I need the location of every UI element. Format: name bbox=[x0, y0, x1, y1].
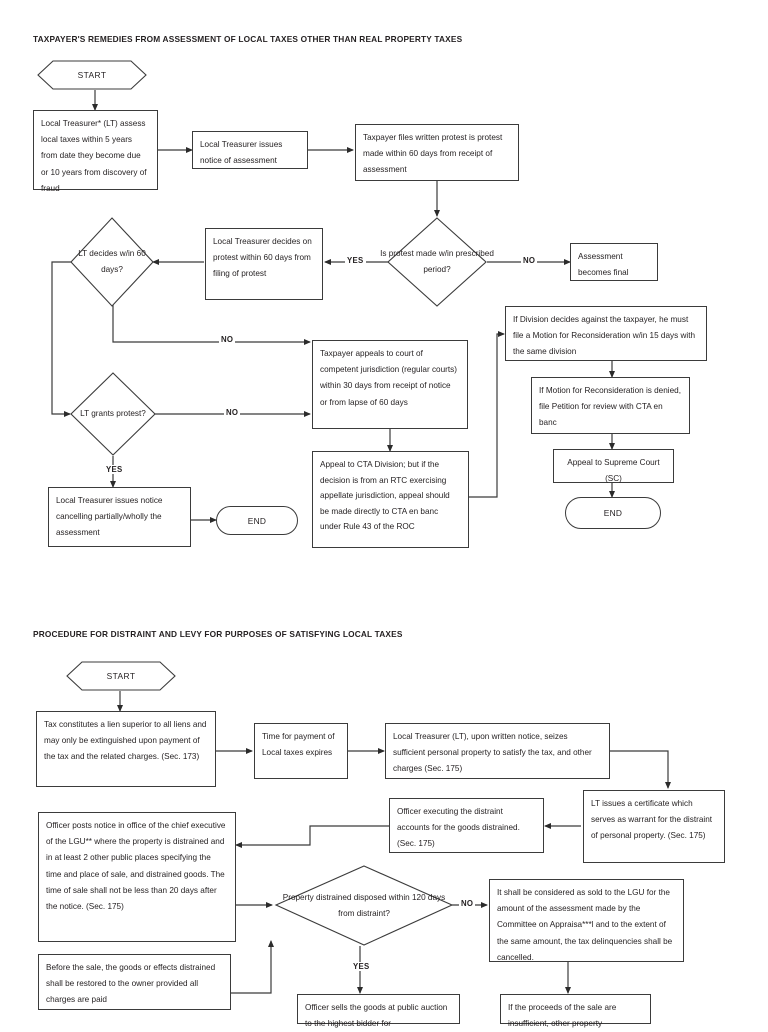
chart2-start-label: START bbox=[106, 671, 136, 681]
chart1-node-appeals-court: Taxpayer appeals to court of competent j… bbox=[312, 340, 468, 429]
chart1-end-right: END bbox=[565, 497, 661, 529]
chart1-node-notice: Local Treasurer issues notice of assessm… bbox=[192, 131, 308, 169]
chart1-node-supreme-court: Appeal to Supreme Court (SC) bbox=[553, 449, 674, 483]
chart2-node-accounts: Officer executing the distraint accounts… bbox=[389, 798, 544, 853]
chart1-node-protest: Taxpayer files written protest is protes… bbox=[355, 124, 519, 181]
chart1-decision-lt-grants: LT grants protest? bbox=[70, 372, 156, 456]
chart1-node-assessment-final: Assessment becomes final bbox=[570, 243, 658, 281]
chart1-decision-lt-decides: LT decides w/in 60 days? bbox=[70, 217, 154, 307]
chart1-edge-yes-period: YES bbox=[345, 256, 366, 265]
chart2-node-posts-notice: Officer posts notice in office of the ch… bbox=[38, 812, 236, 942]
chart2-node-seizes: Local Treasurer (LT), upon written notic… bbox=[385, 723, 610, 779]
chart1-node-decides-protest: Local Treasurer decides on protest withi… bbox=[205, 228, 323, 300]
chart1-decision-prescribed-period: Is protest made w/in prescribed period? bbox=[380, 217, 494, 307]
chart2-node-proceeds: If the proceeds of the sale are insuffic… bbox=[500, 994, 651, 1028]
chart1-decision-lt-grants-label: LT grants protest? bbox=[80, 409, 146, 418]
chart1-edge-no-period: NO bbox=[521, 256, 538, 265]
chart1-end-left: END bbox=[216, 506, 298, 535]
chart1-edge-yes-grants: YES bbox=[104, 465, 125, 474]
chart2-title: PROCEDURE FOR DISTRAINT AND LEVY FOR PUR… bbox=[33, 629, 403, 639]
chart2-edge-yes-disposed: YES bbox=[351, 962, 372, 971]
chart1-node-motion-reconsideration: If Division decides against the taxpayer… bbox=[505, 306, 707, 361]
chart2-node-time-expires: Time for payment of Local taxes expires bbox=[254, 723, 348, 779]
chart2-decision-disposed-label: Property distrained disposed within 120 … bbox=[282, 892, 446, 918]
chart1-edge-no-decides: NO bbox=[219, 335, 236, 344]
chart1-title: TAXPAYER'S REMEDIES FROM ASSESSMENT OF L… bbox=[33, 34, 463, 44]
chart1-decision-prescribed-period-label: Is protest made w/in prescribed period? bbox=[380, 249, 494, 274]
chart2-decision-disposed: Property distrained disposed within 120 … bbox=[274, 865, 454, 946]
chart2-node-certificate: LT issues a certificate which serves as … bbox=[583, 790, 725, 863]
chart1-node-petition-review: If Motion for Reconsideration is denied,… bbox=[531, 377, 690, 434]
chart2-start-terminator: START bbox=[66, 661, 176, 691]
chart1-start-terminator: START bbox=[37, 60, 147, 90]
chart2-node-lien: Tax constitutes a lien superior to all l… bbox=[36, 711, 216, 787]
chart2-edge-no-disposed: NO bbox=[459, 899, 476, 908]
chart1-start-label: START bbox=[77, 70, 107, 80]
chart2-node-before-sale: Before the sale, the goods or effects di… bbox=[38, 954, 231, 1010]
chart1-edge-no-grants: NO bbox=[224, 408, 241, 417]
chart1-node-cta-division: Appeal to CTA Division; but if the decis… bbox=[312, 451, 469, 548]
chart2-node-sells: Officer sells the goods at public auctio… bbox=[297, 994, 460, 1028]
chart1-node-assess: Local Treasurer* (LT) assess local taxes… bbox=[33, 110, 158, 193]
chart1-decision-lt-decides-label: LT decides w/in 60 days? bbox=[78, 249, 146, 274]
chart2-node-sold-to-lgu: It shall be considered as sold to the LG… bbox=[489, 879, 684, 962]
chart1-node-cancel-notice: Local Treasurer issues notice cancelling… bbox=[48, 487, 191, 547]
